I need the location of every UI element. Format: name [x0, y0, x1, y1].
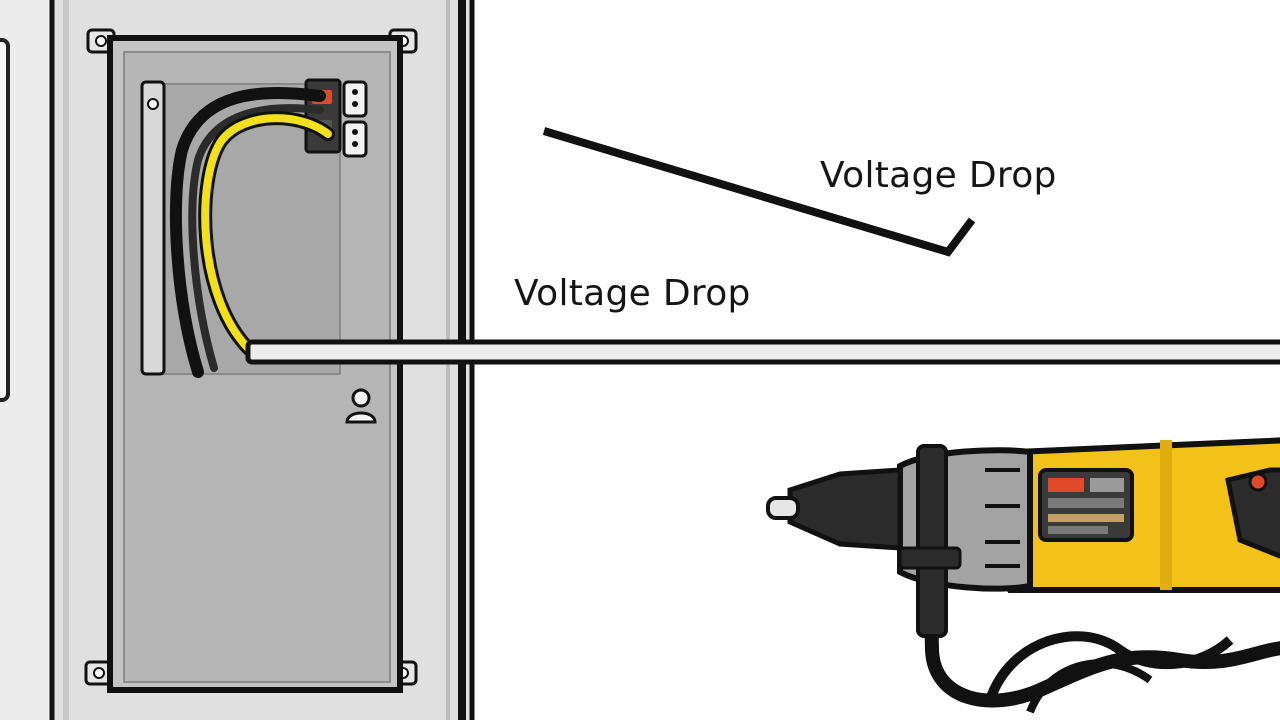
black-cable-inner [188, 104, 324, 372]
wall-edge-trim [0, 38, 10, 402]
drill-icon [766, 437, 1280, 714]
voltage-drop-label-lower: Voltage Drop [514, 273, 751, 314]
black-cable-outer [169, 86, 326, 378]
bus-screw [147, 98, 159, 110]
hot-wire [201, 114, 332, 356]
bus-bar [140, 80, 166, 376]
voltage-drop-arrow [542, 127, 976, 257]
voltage-drop-label-upper: Voltage Drop [820, 155, 1057, 196]
lock-icon [345, 388, 377, 424]
feed-cable [245, 339, 1280, 365]
